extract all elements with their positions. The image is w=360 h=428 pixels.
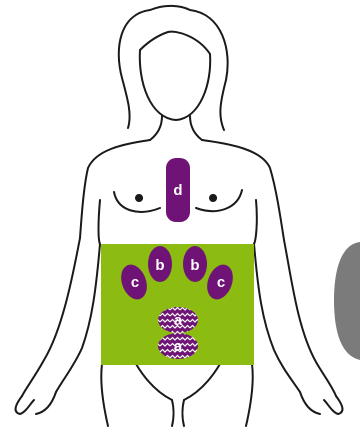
nipple-right — [210, 195, 216, 201]
crotch — [172, 400, 184, 426]
side-device — [334, 242, 360, 360]
marker-d-label: d — [173, 182, 182, 199]
marker-b-left-label: b — [155, 257, 164, 274]
marker-c-right-label: c — [217, 274, 225, 291]
marker-b-left: b — [148, 246, 172, 282]
breast-right — [196, 190, 242, 211]
marker-d: d — [166, 158, 190, 222]
torso-right — [254, 200, 257, 244]
marker-a-top-label: a — [174, 312, 183, 329]
hip-right — [246, 364, 253, 426]
nipple-left — [136, 195, 142, 201]
hand-left — [16, 392, 56, 414]
marker-a-bottom-label: a — [174, 338, 183, 355]
marker-a-top: a — [158, 307, 198, 333]
marker-b-right-label: b — [190, 257, 199, 274]
arm-right — [254, 240, 336, 396]
hair-outline — [119, 6, 228, 130]
marker-c-left-label: c — [131, 274, 139, 291]
marker-b-right: b — [183, 246, 207, 282]
marker-a-bottom: a — [158, 333, 198, 359]
groin-left — [136, 364, 172, 400]
hip-left — [101, 364, 108, 426]
torso-left — [99, 200, 101, 244]
hand-right — [300, 392, 342, 414]
face-outline — [140, 32, 210, 120]
arm-left — [22, 238, 100, 396]
shoulder-left — [80, 140, 150, 238]
groin-right — [184, 364, 220, 400]
